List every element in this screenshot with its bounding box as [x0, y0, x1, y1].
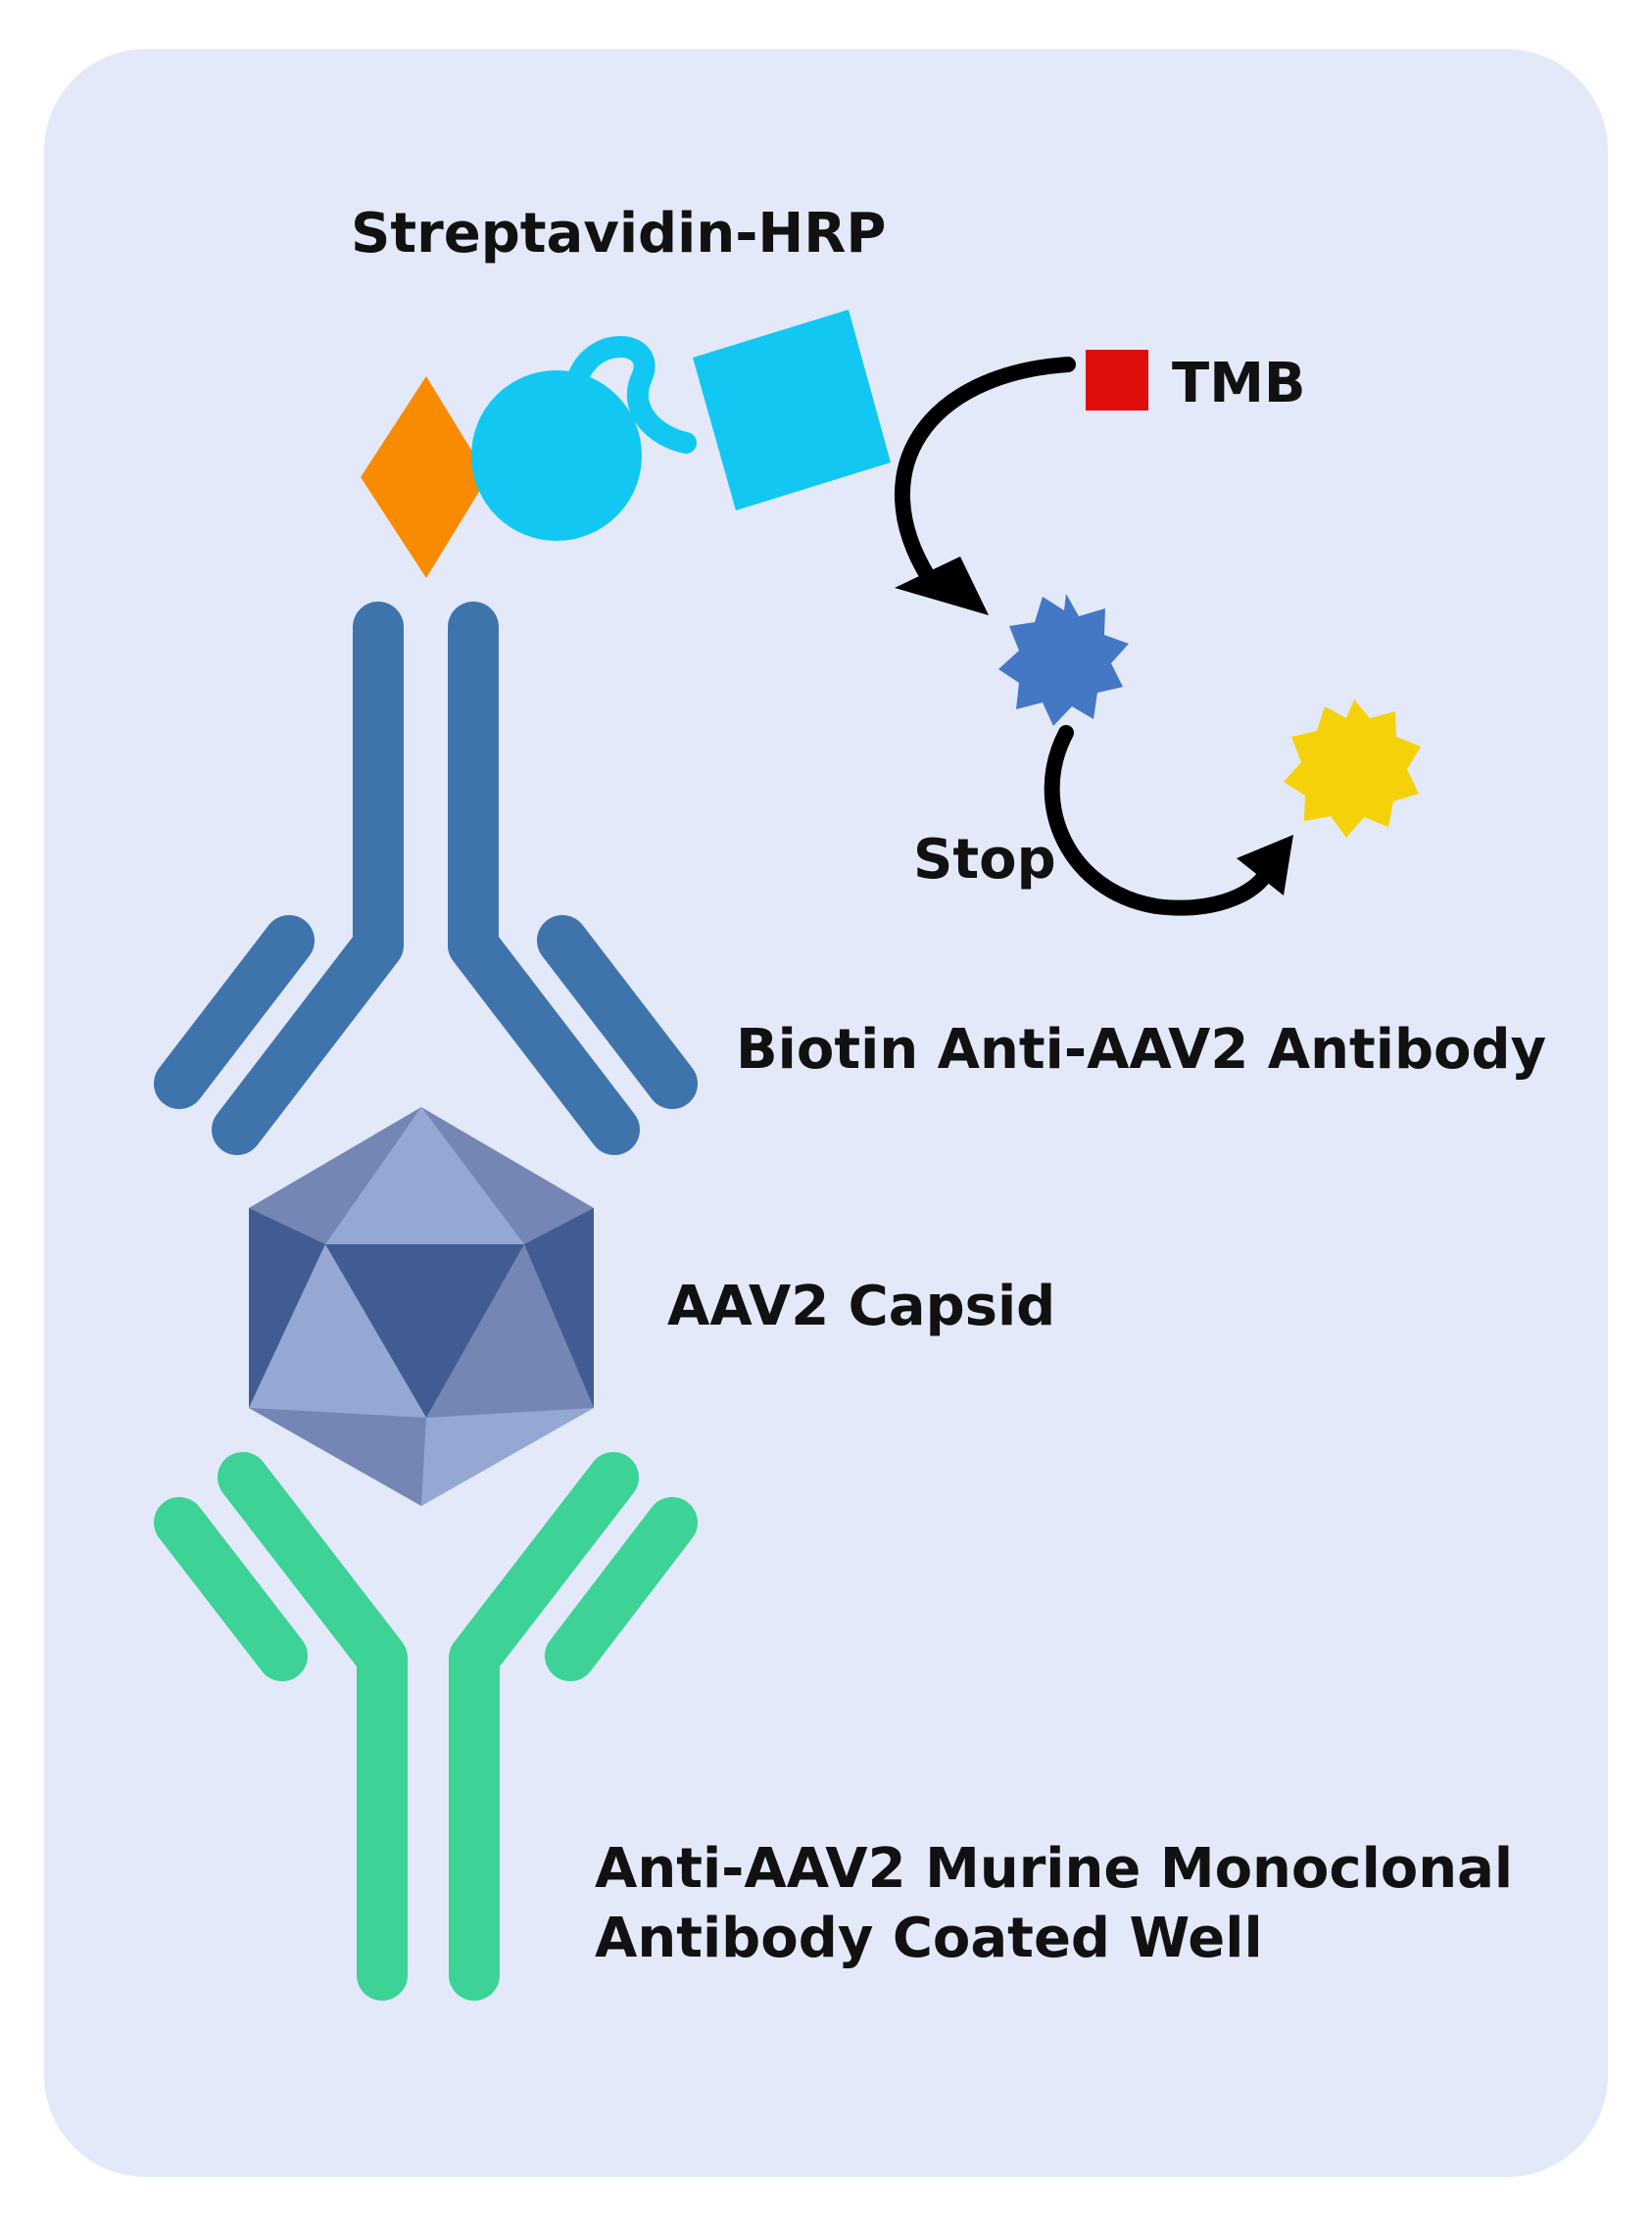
- biotin-antibody-label: Biotin Anti-AAV2 Antibody: [736, 1018, 1546, 1082]
- biotin-diamond: [361, 376, 488, 578]
- linker-chain: [565, 336, 697, 454]
- conversion-arrow: [895, 357, 1076, 615]
- streptavidin-hrp-conjugate: [471, 310, 891, 541]
- coated-well-label-line1: Anti-AAV2 Murine Monoclonal: [595, 1837, 1513, 1901]
- streptavidin-circle: [471, 370, 642, 541]
- stop-label: Stop: [913, 828, 1056, 892]
- aav2-capsid: [249, 1107, 594, 1506]
- yellow-product-star: [1284, 700, 1421, 838]
- aav2-capsid-label: AAV2 Capsid: [667, 1275, 1055, 1338]
- stop-arrow: [1044, 725, 1293, 916]
- tmb-label: TMB: [1172, 352, 1306, 415]
- coated-well-label-line2: Antibody Coated Well: [595, 1907, 1263, 1970]
- blue-product-star: [998, 594, 1129, 726]
- capture-antibody: [154, 1452, 698, 2001]
- streptavidin-hrp-label: Streptavidin-HRP: [351, 202, 886, 266]
- detection-antibody: [154, 602, 698, 1155]
- tmb-square: [1086, 350, 1148, 411]
- hrp-square: [693, 310, 891, 510]
